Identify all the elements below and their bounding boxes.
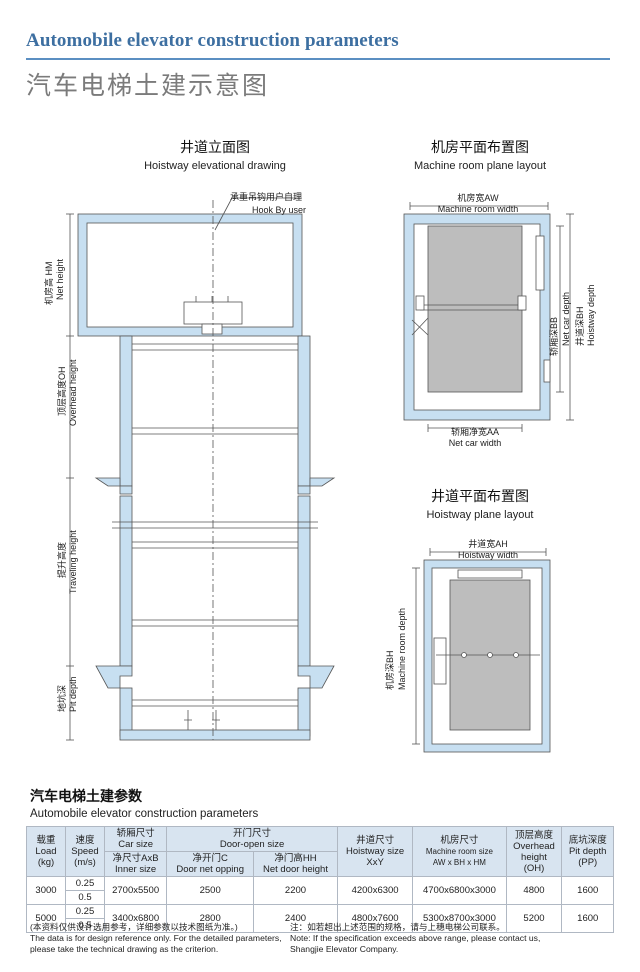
title-rule [26,58,610,60]
row-car: 2700x5500 [103,876,168,905]
hoistway-plan-title-en: Hoistway plane layout [426,509,534,521]
footnote-left-en2: please take the technical drawing as the… [30,944,219,954]
row-hoist: 4200x6300 [336,876,414,905]
oh-label-cn: 顶层高度OH [56,366,67,416]
footnote-right: 注：如若超出上述范围的规格，请与上穗电梯公司联系。 Note: If the s… [290,922,620,955]
params-title: 汽车电梯土建参数 Automobile elevator constructio… [30,786,258,820]
hoistway-plan-title-cn: 井道平面布置图 [431,488,529,504]
oh-label-en: Overhead height [68,359,78,426]
footnote-right-en2: Shangjie Elevator Company. [290,944,399,954]
elevation-drawing: 承重吊钩用户自理 Hook By user 机房高 HM Net height … [43,191,336,741]
aw-label-cn: 机房宽AW [457,192,499,203]
bh-label-cn: 井道深BH [574,306,585,346]
bb-label-en: Net car depth [561,292,571,346]
page-title-en: Automobile elevator construction paramet… [26,30,399,51]
row-speed: 0.25 [65,904,105,919]
row-door-h: 2200 [253,876,338,905]
travel-label-en: Traveling height [68,530,78,594]
row-door-h: 2400 [253,904,338,933]
hm-label-cn: 机房高 HM [43,262,54,306]
table-row: 0.5 [27,890,614,905]
hook-cn: 承重吊钩用户自理 [230,191,302,202]
footnote-right-en1: Note: If the specification exceeds above… [290,933,541,943]
footnote-right-cn: 注：如若超出上述范围的规格，请与上穗电梯公司联系。 [290,922,505,932]
row-hoist: 4800x7600 [336,904,414,933]
params-title-en: Automobile elevator construction paramet… [30,808,259,820]
table-row: 3000 0.25 2700x5500 2500 2200 4200x6300 … [26,876,614,905]
pit-label-cn: 地坑深 [56,685,67,712]
machine-room-title-cn: 机房平面布置图 [431,139,529,155]
row-pit: 1600 [561,876,614,905]
table-row: 5000 0.25 3400x6800 2800 2400 4800x7600 … [26,904,614,933]
hoistway-plan-drawing: 井道宽AH Hoistway width 机房深BH Machine room … [384,538,551,753]
ah-label-en: Hoistway width [458,550,518,560]
mr-depth-label-cn: 机房深BH [384,650,395,690]
elevation-title-cn: 井道立面图 [180,139,250,155]
row-pit: 1600 [561,904,614,933]
hoistway-plan-title: 井道平面布置图 Hoistway plane layout [395,486,565,521]
row-load: 3000 [26,876,66,905]
aa-label-cn: 轿厢净宽AA [451,426,499,437]
aw-label-en: Machine room width [438,204,519,214]
row-car: 3400x6800 [103,904,168,933]
hm-label-en: Net height [55,258,65,300]
aa-label-en: Net car width [449,438,502,448]
row-speed: 0.25 [65,876,105,891]
footnote-left-en1: The data is for design reference only. F… [30,933,282,943]
row-mr: 4700x6800x3000 [412,876,507,905]
hook-en: Hook By user [252,205,306,215]
params-title-cn: 汽车电梯土建参数 [30,788,142,804]
row-speed: 0.5 [65,918,105,933]
row-speed: 0.5 [65,890,105,905]
footnote-left: (本资料仅供设计选用参考，详细参数以技术图纸为准。) The data is f… [30,922,300,955]
page-title-cn: 汽车电梯土建示意图 [26,72,270,100]
travel-label-cn: 提升高度 [56,542,67,578]
elevation-title-en: Hoistway elevational drawing [144,160,286,172]
pit-label-en: Pit depth [68,676,78,712]
row-load: 5000 [26,904,66,933]
table-row: 0.5 [27,918,614,933]
machine-room-title: 机房平面布置图 Machine room plane layout [395,137,565,172]
row-door-c: 2500 [166,876,255,905]
row-mr: 5300x8700x3000 [412,904,507,933]
footnote-left-cn: (本资料仅供设计选用参考，详细参数以技术图纸为准。) [30,922,238,932]
row-door-c: 2800 [166,904,255,933]
mr-depth-label-en: Machine room depth [397,608,407,690]
bb-label-cn: 轿厢深BB [548,317,559,356]
machine-room-title-en: Machine room plane layout [413,160,547,172]
elevation-title: 井道立面图 Hoistway elevational drawing [110,137,320,172]
row-oh: 4800 [505,876,563,905]
row-oh: 5200 [505,904,563,933]
ah-label-cn: 井道宽AH [468,538,508,549]
bh-label-en: Hoistway depth [586,284,596,346]
machine-room-drawing: 机房宽AW Machine room width 轿厢净宽AA Net car … [403,192,596,448]
